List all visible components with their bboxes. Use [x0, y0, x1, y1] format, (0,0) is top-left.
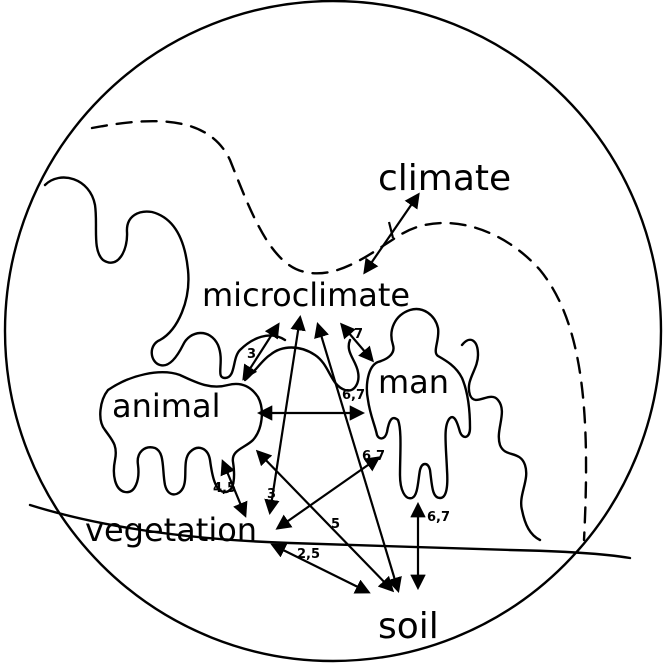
label-microclimate: microclimate — [202, 276, 410, 314]
outer-circle — [5, 1, 661, 661]
arrow-animal-soil — [258, 452, 392, 590]
label-soil: soil — [378, 606, 439, 647]
label-man: man — [378, 363, 449, 401]
rel-label-man-soil: 6,7 — [427, 510, 450, 525]
label-vegetation: vegetation — [85, 511, 257, 549]
climate-boundary — [92, 121, 586, 540]
label-climate: climate — [378, 158, 511, 199]
microclimate-bump — [245, 340, 358, 391]
label-animal: animal — [112, 387, 220, 425]
rel-label-microclimate-man: 7 — [354, 327, 363, 342]
rel-label-animal-man: 6,7 — [342, 388, 365, 403]
rel-label-vegetation-soil: 2,5 — [297, 547, 320, 562]
rel-label-microclimate-vegetation: 3 — [267, 487, 276, 502]
right-bushes — [462, 340, 540, 540]
rel-label-microclimate-soil: 6,7 — [362, 449, 385, 464]
rel-label-microclimate-animal: 3 — [247, 347, 256, 362]
arrow-vegetation-man — [278, 458, 378, 528]
rel-label-animal-vegetation: 4,5 — [213, 481, 236, 496]
rel-label-animal-soil: 5 — [331, 517, 340, 532]
man-outline — [367, 309, 470, 498]
